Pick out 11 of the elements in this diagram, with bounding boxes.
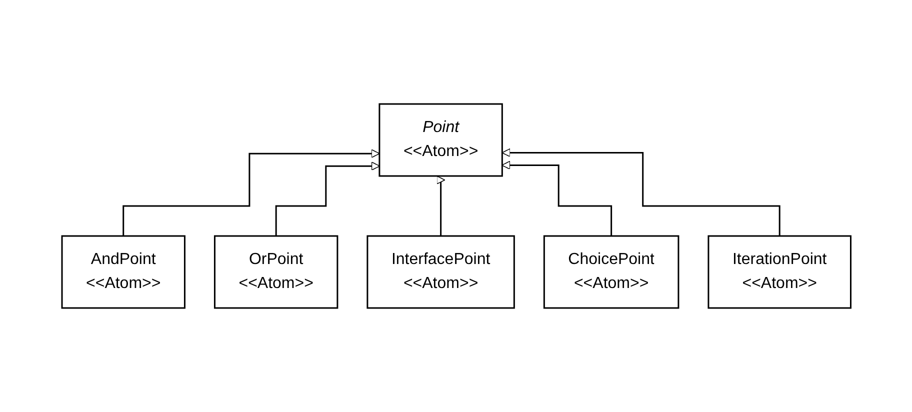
node-box: OrPoint <<Atom>> [214,235,338,309]
node-box: Point <<Atom>> [378,103,503,177]
arrow [436,176,445,237]
node-box: ChoicePoint <<Atom>> [543,235,679,309]
arrow [122,149,380,237]
node-box: IterationPoint <<Atom>> [707,235,852,309]
arrow [501,148,780,237]
arrow [274,162,380,237]
arrow [501,160,612,237]
node-box: InterfacePoint <<Atom>> [366,235,515,309]
node-box: AndPoint <<Atom>> [60,235,186,309]
